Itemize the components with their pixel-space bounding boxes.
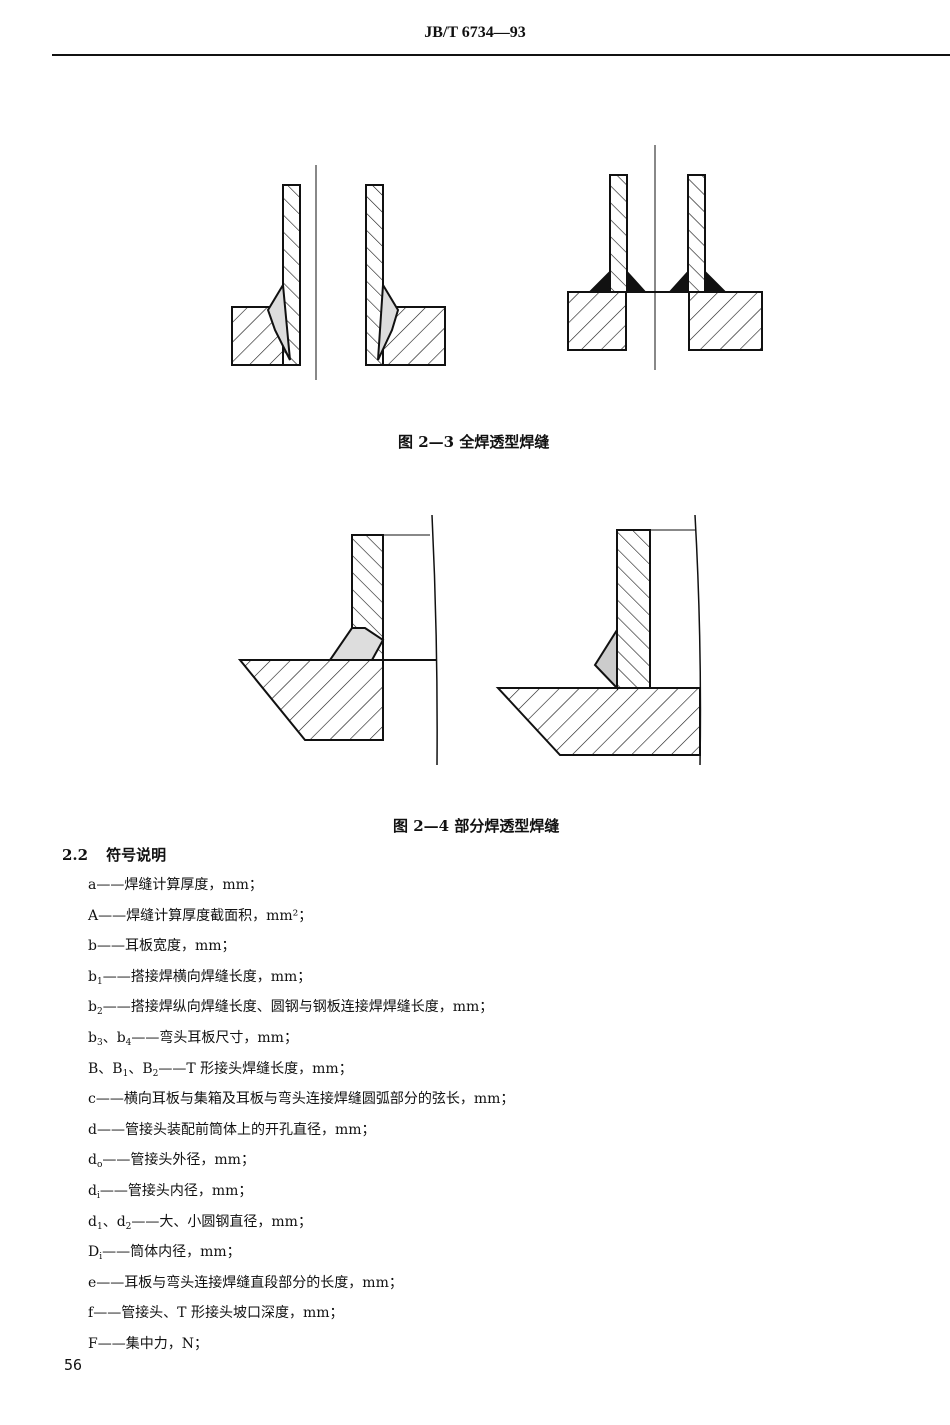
symbol-description: ——焊缝计算厚度，mm；	[96, 877, 263, 893]
symbol-subscript: 3	[96, 1037, 103, 1048]
separator: 、	[98, 1060, 113, 1077]
symbol-item: di——管接头内径，mm；	[88, 1180, 514, 1211]
figure-2-3-left	[231, 165, 446, 380]
symbol: b	[88, 1029, 97, 1046]
symbol: A	[88, 907, 99, 924]
symbol-subscript: i	[96, 1190, 100, 1201]
symbol-description: ——横向耳板与集箱及耳板与弯头连接焊缝圆弧部分的弦长，mm；	[95, 1091, 515, 1108]
symbol-item: B、B1、B2——T 形接头焊缝长度，mm；	[88, 1058, 514, 1089]
symbol-description: ——管接头装配前筒体上的开孔直径，mm；	[96, 1121, 376, 1138]
symbol-description: ——弯头耳板尺寸，mm；	[131, 1029, 298, 1046]
symbol-description: ——耳板宽度，mm；	[96, 938, 236, 955]
symbol-subscript: 1	[96, 1221, 103, 1232]
symbol-description: ——T 形接头焊缝长度，mm；	[158, 1060, 353, 1077]
symbol-description: ——焊缝计算厚度截面积，mm²；	[98, 907, 313, 924]
symbol-subscript: i	[99, 1252, 103, 1263]
symbol: b	[88, 938, 97, 955]
symbol: e	[88, 1274, 97, 1291]
symbol-description: ——管接头外径，mm；	[102, 1152, 255, 1169]
symbol-item: A——焊缝计算厚度截面积，mm²；	[88, 905, 514, 936]
symbol: b	[88, 968, 97, 985]
symbol-item: d1、d2——大、小圆钢直径，mm；	[88, 1211, 514, 1242]
symbol-subscript: o	[96, 1160, 103, 1171]
symbol: f	[88, 1305, 94, 1322]
separator: 、	[102, 1029, 117, 1046]
symbol-description: ——搭接焊横向焊缝长度，mm；	[102, 968, 312, 985]
symbol: B	[142, 1060, 153, 1077]
symbol-subscript: 2	[125, 1221, 132, 1232]
symbol-description: ——管接头内径，mm；	[99, 1182, 253, 1199]
symbol-item: do——管接头外径，mm；	[88, 1149, 514, 1180]
symbol-description: ——管接头、T 形接头坡口深度，mm；	[93, 1305, 344, 1322]
symbol: a	[88, 877, 97, 893]
section-number: 2.2	[62, 846, 89, 864]
symbol-item: b——耳板宽度，mm；	[88, 935, 514, 966]
symbol-description: ——大、小圆钢直径，mm；	[131, 1213, 312, 1230]
symbol-subscript: 2	[152, 1068, 159, 1079]
symbol-item: b1——搭接焊横向焊缝长度，mm；	[88, 966, 514, 997]
symbol-item: f——管接头、T 形接头坡口深度，mm；	[88, 1302, 514, 1333]
symbol-item: b3、b4——弯头耳板尺寸，mm；	[88, 1027, 514, 1058]
section-title: 符号说明	[106, 846, 167, 864]
symbol: D	[88, 1244, 100, 1261]
figure-2-4-right	[495, 514, 702, 766]
page-number: 56	[64, 1356, 83, 1374]
weld-drawings	[231, 145, 763, 766]
symbol-subscript: 4	[125, 1037, 132, 1048]
symbol-description: ——筒体内径，mm；	[102, 1244, 241, 1261]
page-header: JB/T 6734—93	[424, 24, 526, 41]
figure-2-3-caption: 图 2—3 全焊透型焊缝	[398, 433, 550, 451]
separator: 、	[102, 1213, 117, 1230]
figure-2-4-caption: 图 2—4 部分焊透型焊缝	[393, 817, 560, 835]
symbol-item: d——管接头装配前筒体上的开孔直径，mm；	[88, 1119, 514, 1150]
symbol-list: a——焊缝计算厚度，mm；A——焊缝计算厚度截面积，mm²；b——耳板宽度，mm…	[88, 874, 514, 1364]
symbol: d	[88, 1152, 97, 1169]
symbol: B	[112, 1060, 123, 1077]
symbol-description: ——集中力，N；	[97, 1335, 208, 1352]
symbol: b	[88, 999, 97, 1016]
symbol: d	[88, 1182, 97, 1199]
symbol-item: c——横向耳板与集箱及耳板与弯头连接焊缝圆弧部分的弦长，mm；	[88, 1088, 514, 1119]
symbol: b	[116, 1029, 126, 1046]
separator: 、	[128, 1060, 143, 1077]
symbol-description: ——耳板与弯头连接焊缝直段部分的长度，mm；	[96, 1274, 403, 1291]
symbol-item: e——耳板与弯头连接焊缝直段部分的长度，mm；	[88, 1272, 514, 1303]
figure-2-3-right	[567, 145, 763, 370]
symbol: d	[116, 1213, 126, 1230]
symbol-item: F——集中力，N；	[88, 1333, 514, 1364]
symbol: F	[88, 1335, 98, 1352]
symbol: c	[88, 1091, 96, 1108]
symbol-subscript: 1	[122, 1068, 129, 1079]
section-heading: 2.2 符号说明	[62, 844, 166, 865]
symbol-subscript: 1	[96, 976, 103, 987]
figure-2-4-left	[237, 514, 438, 766]
symbol: B	[88, 1060, 99, 1077]
symbol: d	[88, 1121, 97, 1138]
symbol: d	[88, 1213, 97, 1230]
symbol-item: Di——筒体内径，mm；	[88, 1241, 514, 1272]
symbol-subscript: 2	[96, 1007, 103, 1018]
symbol-item: b2——搭接焊纵向焊缝长度、圆钢与钢板连接焊焊缝长度，mm；	[88, 996, 514, 1027]
header-rule	[52, 54, 950, 56]
symbol-item: a——焊缝计算厚度，mm；	[88, 874, 514, 905]
symbol-description: ——搭接焊纵向焊缝长度、圆钢与钢板连接焊焊缝长度，mm；	[102, 999, 494, 1016]
